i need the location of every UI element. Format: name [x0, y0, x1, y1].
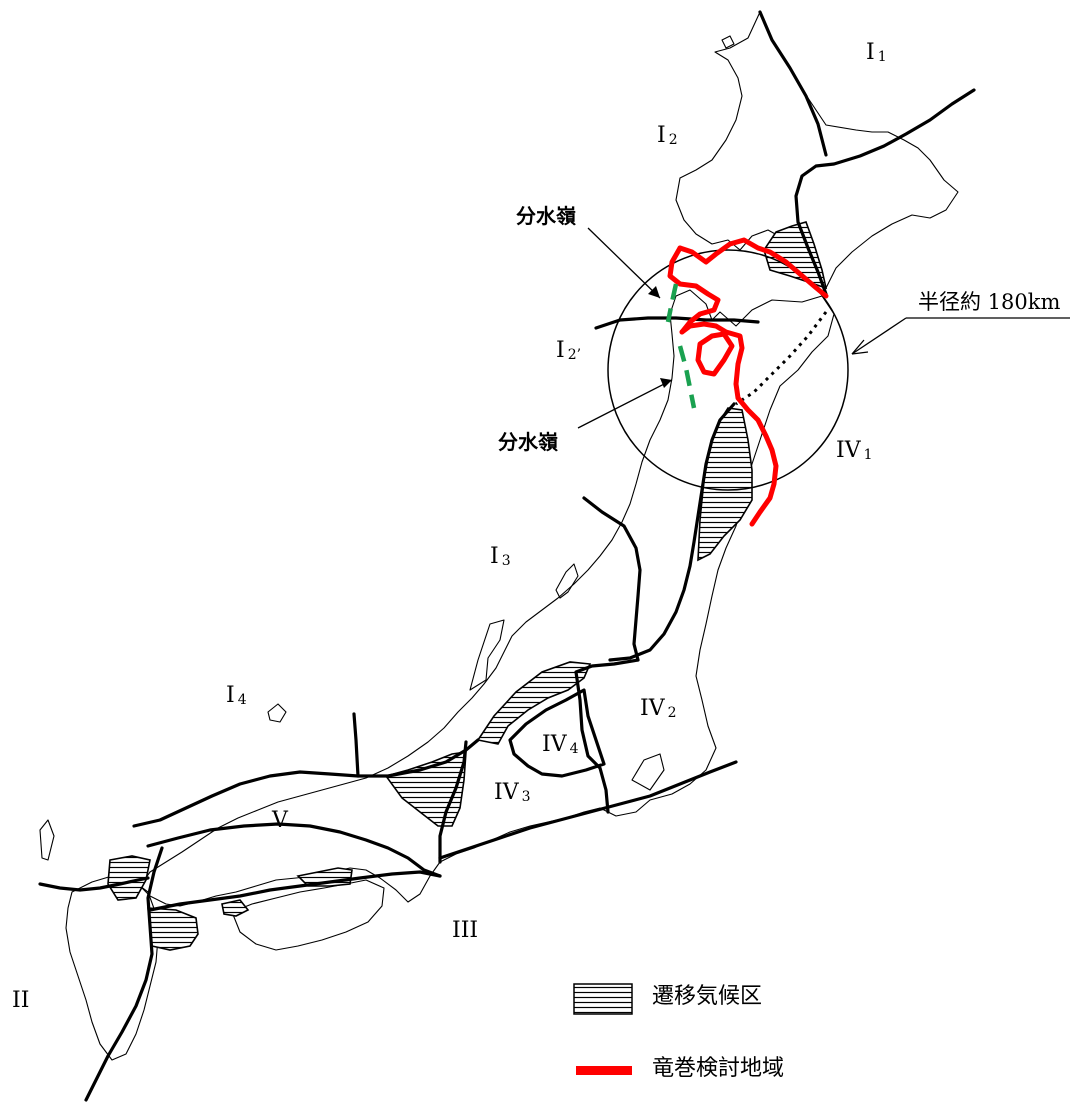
transition-zone-hokkaido-south [763, 221, 828, 290]
legend-tornado-label: 竜巻検討地域 [652, 1056, 785, 1081]
watershed-label-upper: 分水嶺 [516, 204, 576, 228]
boundary-chugoku-south [146, 822, 442, 878]
oki-islands [267, 703, 287, 723]
transition-zone-tohoku [697, 407, 753, 562]
annotation-arrows [577, 227, 1070, 429]
boundary-iv4-loop [508, 688, 606, 778]
transition-zone-hokuriku [476, 661, 592, 745]
legend-transition-label: 遷移気候区 [652, 984, 763, 1009]
zone-label-iii: III [452, 918, 479, 943]
boundary-dotted-extension [735, 311, 828, 406]
radius-label: 半径約 180km [918, 290, 1061, 314]
watershed-line-lower [677, 345, 697, 409]
legend [573, 983, 633, 1075]
boundary-chugoku-north [132, 738, 480, 828]
boundary-kyushu-spine [84, 846, 164, 1102]
tsushima-island [39, 819, 55, 861]
transition-zone-west-b [147, 907, 199, 951]
legend-tornado-swatch [576, 1066, 632, 1075]
boundary-pacific [438, 760, 738, 860]
kyushu-coast [65, 875, 159, 1061]
shikoku-coast [231, 879, 385, 951]
radius-circle [607, 249, 849, 491]
zone-label-v: V [272, 808, 288, 833]
watershed-line-upper [665, 283, 679, 323]
noto-peninsula [469, 619, 505, 691]
rishiri-island [721, 35, 735, 49]
boundary-central-kinki [438, 740, 468, 864]
boundary-tohoku-north [594, 316, 760, 330]
sado-island [555, 563, 579, 599]
boundary-kyushu-west [38, 876, 150, 892]
transition-zones [107, 221, 828, 951]
tornado-study-area [667, 237, 829, 527]
boundary-tohoku-spine [608, 402, 736, 662]
boundary-kanto [574, 658, 640, 814]
hokkaido-coast [675, 11, 959, 289]
transition-zone-kinki [384, 751, 467, 827]
boundary-sea-japan [582, 496, 642, 662]
izu-peninsula [631, 753, 665, 791]
boundary-honshu-west-spine [352, 712, 360, 778]
legend-transition-swatch [573, 983, 633, 1015]
coastlines [39, 11, 959, 1061]
boundary-hokkaido-east [794, 88, 976, 296]
honshu-coast [139, 289, 835, 907]
zone-label-ii: II [12, 988, 30, 1013]
transition-zone-west-c [221, 899, 250, 917]
climate-boundaries [38, 10, 976, 1102]
boundary-shikoku [148, 870, 442, 912]
boundary-hokkaido-west [758, 10, 828, 157]
watershed-label-lower: 分水嶺 [498, 430, 558, 454]
